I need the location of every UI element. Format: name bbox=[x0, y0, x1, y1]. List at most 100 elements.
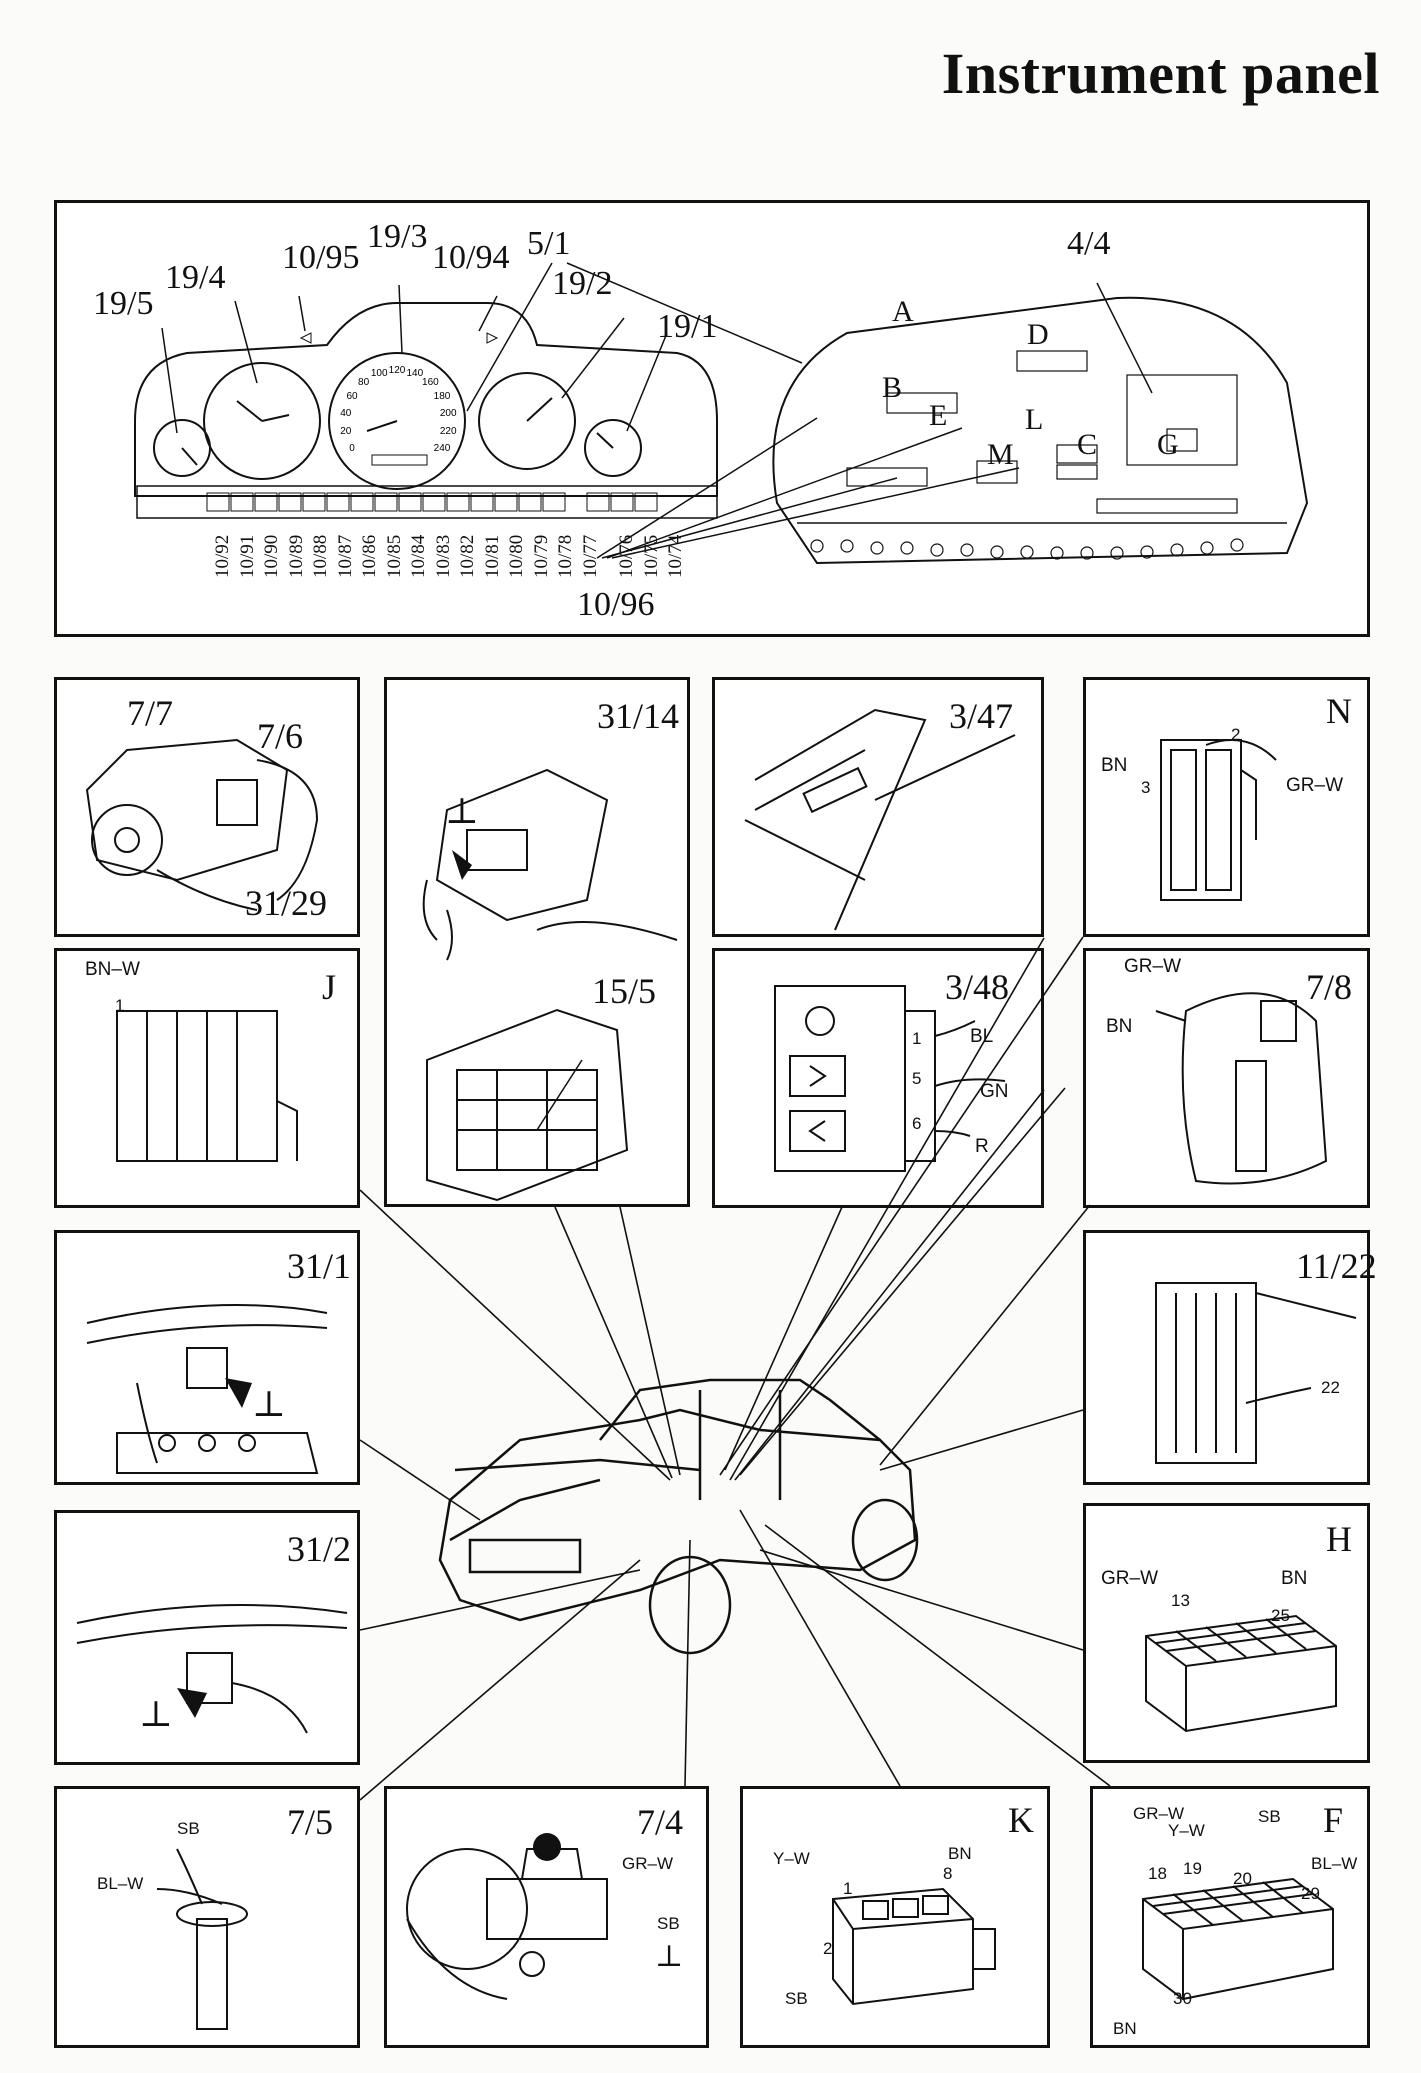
lamp-code: 10/76 bbox=[616, 534, 637, 578]
pin-6: 6 bbox=[912, 1114, 922, 1133]
wire-BN: BN bbox=[1101, 755, 1128, 776]
pin-19: 19 bbox=[1183, 1859, 1202, 1878]
connector-D: D bbox=[1027, 318, 1049, 351]
pin-1: 1 bbox=[912, 1029, 922, 1048]
panel-7-4: 7/4 GR–W SB ⊥ bbox=[384, 1786, 709, 2048]
page-title: Instrument panel bbox=[941, 41, 1380, 106]
label-31-2: 31/2 bbox=[287, 1529, 352, 1569]
wire-BN-W: BN–W bbox=[85, 959, 140, 980]
panel-7-8: 7/8 GR–W BN bbox=[1083, 948, 1370, 1208]
label-4-4: 4/4 bbox=[1067, 225, 1111, 262]
label-7-8: 7/8 bbox=[1306, 967, 1353, 1007]
wire-SB: SB bbox=[177, 1819, 200, 1838]
lamp-code: 10/85 bbox=[383, 534, 405, 578]
panel-31-1: 31/1 ⊥ bbox=[54, 1230, 360, 1485]
connector-N-drawing bbox=[1160, 739, 1277, 901]
speedo-tick-label: 60 bbox=[346, 391, 358, 402]
label-19-5: 19/5 bbox=[93, 285, 154, 322]
lamp-code: 10/91 bbox=[236, 534, 258, 578]
lamp-code: 10/81 bbox=[481, 534, 503, 578]
panel-H: H GR–W 13 BN 25 bbox=[1083, 1503, 1370, 1763]
lamp-code: 10/74 bbox=[665, 534, 686, 578]
connector-E: E bbox=[929, 399, 948, 432]
lamp-code: 10/83 bbox=[432, 534, 454, 578]
speedo-tick-label: 240 bbox=[434, 443, 451, 454]
brake-fluid-reservoir-drawing bbox=[406, 1833, 608, 2000]
pin-3: 3 bbox=[1141, 778, 1151, 797]
label-N: N bbox=[1326, 691, 1352, 731]
label-11-22: 11/22 bbox=[1296, 1246, 1377, 1286]
fuse-box-drawing bbox=[422, 768, 678, 1202]
pin-22: 22 bbox=[1321, 1378, 1340, 1397]
pin-8: 8 bbox=[943, 1864, 953, 1883]
car-outline bbox=[438, 1378, 919, 1655]
label-J: J bbox=[322, 967, 337, 1007]
panel-31-2: 31/2 ⊥ bbox=[54, 1510, 360, 1765]
wire-GN: GN bbox=[980, 1081, 1009, 1102]
label-7-5: 7/5 bbox=[287, 1802, 334, 1842]
relay-board-drawing bbox=[1155, 1282, 1357, 1464]
ground-symbol: ⊥ bbox=[139, 1694, 173, 1734]
speedo-tick-label: 180 bbox=[434, 391, 451, 402]
leader-J bbox=[359, 1189, 671, 1481]
panel-F: F GR–W Y–W SB 18 19 20 BL–W 29 30 BN bbox=[1090, 1786, 1370, 2048]
panel-3-47: 3/47 bbox=[712, 677, 1044, 937]
connector-A: A bbox=[892, 295, 914, 328]
wire-GR-W: GR–W bbox=[1124, 956, 1181, 977]
connector-M: M bbox=[987, 438, 1014, 471]
washer-pump-drawing bbox=[1155, 992, 1328, 1185]
lamp-code: 10/82 bbox=[457, 534, 478, 578]
ground-symbol: ⊥ bbox=[655, 1940, 684, 1973]
lamp-code: 10/89 bbox=[285, 534, 307, 578]
label-10-95: 10/95 bbox=[282, 239, 360, 276]
pin-25: 25 bbox=[1271, 1606, 1290, 1625]
label-10-96: 10/96 bbox=[577, 586, 655, 623]
pin-5: 5 bbox=[912, 1069, 922, 1088]
lamp-code: 10/86 bbox=[359, 534, 380, 578]
wire-GR-W: GR–W bbox=[1133, 1804, 1184, 1823]
panel-3-48: 3/48 1 5 6 BL GN R bbox=[712, 948, 1044, 1208]
pin-1: 1 bbox=[115, 996, 125, 1015]
panel-11-22: 11/22 22 bbox=[1083, 1230, 1377, 1485]
speedo-tick-label: 120 bbox=[389, 365, 406, 376]
label-10-94: 10/94 bbox=[432, 239, 510, 276]
lamp-code: 10/92 bbox=[212, 534, 233, 578]
label-19-2: 19/2 bbox=[552, 265, 613, 302]
label-F: F bbox=[1323, 1800, 1344, 1840]
label-H: H bbox=[1326, 1519, 1352, 1559]
fluid-sensor-drawing bbox=[156, 1848, 248, 2030]
connector-F-drawing bbox=[1142, 1877, 1334, 2001]
wire-Y-W: Y–W bbox=[1168, 1821, 1205, 1840]
pin-2: 2 bbox=[1231, 725, 1241, 744]
panel-K: K Y–W 1 BN 8 2 SB bbox=[740, 1786, 1050, 2048]
panel-7-7: 7/7 7/6 31/29 bbox=[54, 677, 360, 937]
label-31-29: 31/29 bbox=[245, 883, 328, 923]
panel-N: N BN 3 2 GR–W bbox=[1083, 677, 1370, 937]
pin-29: 29 bbox=[1301, 1884, 1320, 1903]
wire-R: R bbox=[975, 1136, 989, 1157]
pin-18: 18 bbox=[1148, 1864, 1167, 1883]
speedo-tick-label: 0 bbox=[349, 443, 355, 454]
lamp-code: 10/87 bbox=[334, 534, 356, 578]
lamp-code: 10/75 bbox=[640, 534, 662, 578]
panel-J: J BN–W 1 bbox=[54, 948, 360, 1208]
label-3-48: 3/48 bbox=[945, 967, 1010, 1007]
speedo-tick-label: 20 bbox=[340, 426, 352, 437]
pin-20: 20 bbox=[1233, 1869, 1252, 1888]
connector-C: C bbox=[1077, 428, 1098, 461]
speedo-tick-label: 100 bbox=[371, 368, 388, 379]
wire-BL: BL bbox=[970, 1026, 994, 1047]
lamp-code: 10/78 bbox=[555, 534, 576, 578]
wire-SB: SB bbox=[657, 1914, 680, 1933]
wire-BL-W: BL–W bbox=[97, 1874, 144, 1893]
wire-GR-W: GR–W bbox=[1286, 775, 1343, 796]
speedo-tick-label: 140 bbox=[406, 368, 423, 379]
label-31-1: 31/1 bbox=[287, 1246, 352, 1286]
label-K: K bbox=[1008, 1800, 1034, 1840]
lamp-code: 10/80 bbox=[506, 534, 527, 578]
label-7-7: 7/7 bbox=[127, 693, 174, 733]
label-15-5: 15/5 bbox=[592, 971, 657, 1011]
speedo-tick-label: 160 bbox=[422, 377, 439, 388]
